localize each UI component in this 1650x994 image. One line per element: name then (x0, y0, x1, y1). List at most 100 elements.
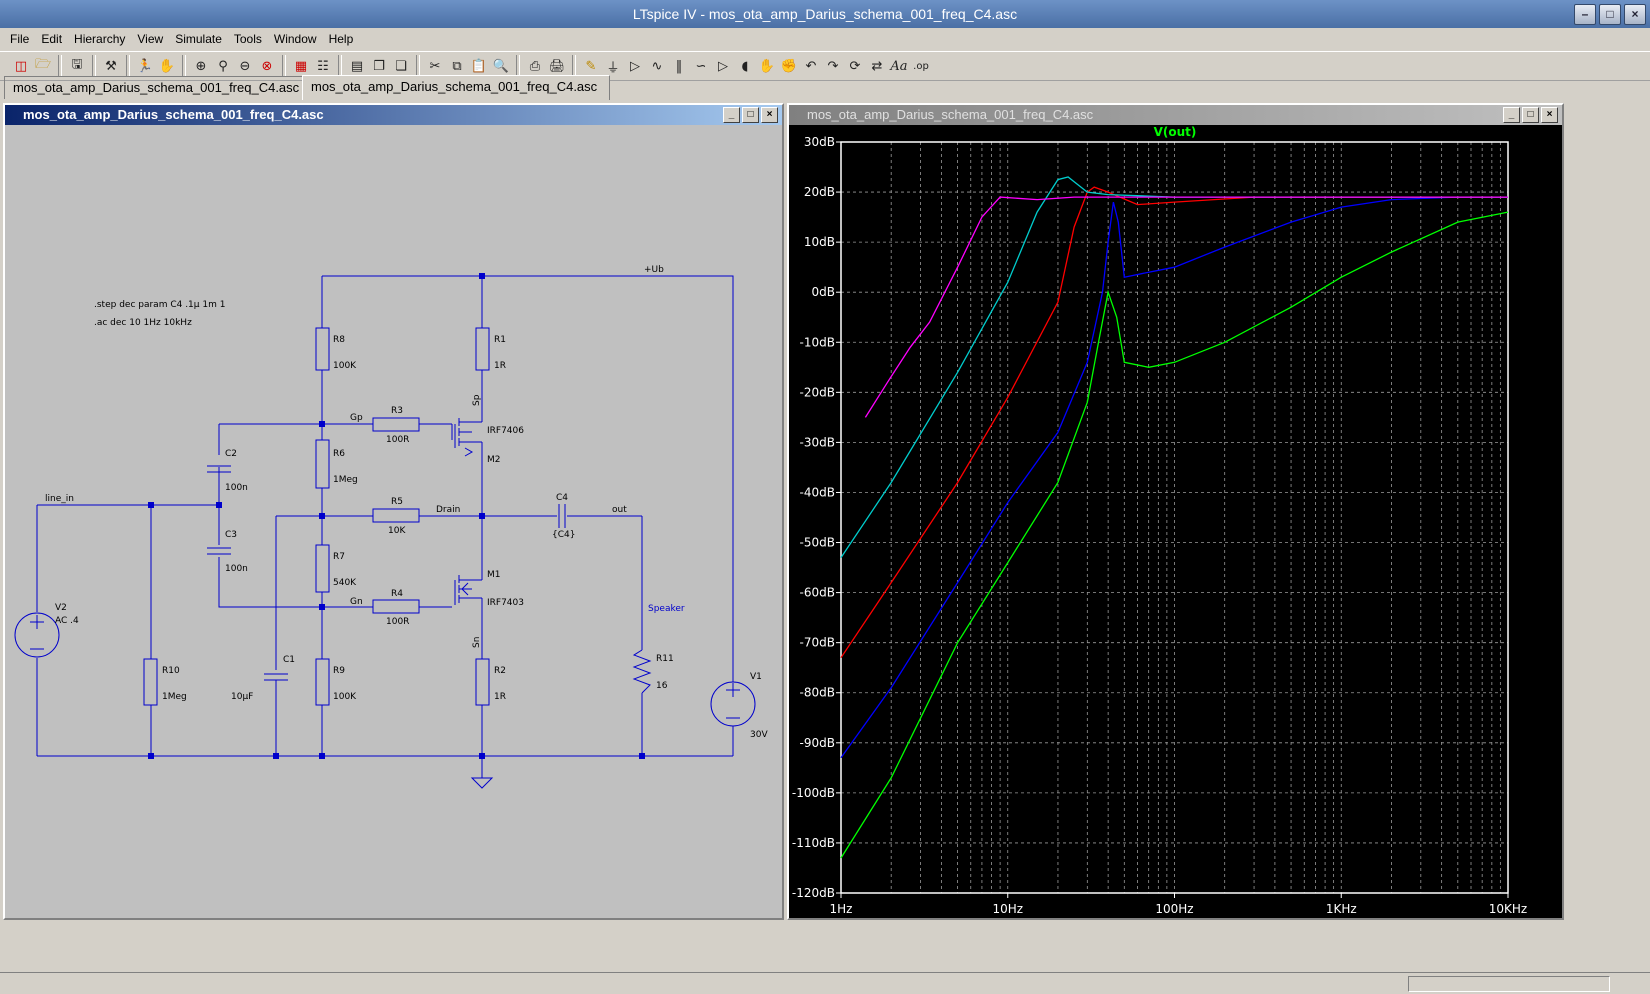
directive-ac[interactable]: .ac dec 10 1Hz 10kHz (94, 318, 192, 328)
print-icon[interactable]: 🖨 (548, 58, 566, 74)
find-icon[interactable]: 🔍 (492, 58, 510, 74)
net-speaker-label[interactable]: Speaker (648, 604, 685, 614)
r3-name[interactable]: R3 (391, 406, 403, 416)
tab-schematic-1[interactable]: mos_ota_amp_Darius_schema_001_freq_C4.as… (4, 76, 317, 99)
v2-value[interactable]: AC .4 (55, 616, 79, 626)
r1-name[interactable]: R1 (494, 335, 506, 345)
c1-value[interactable]: 10µF (231, 692, 253, 702)
r8-value[interactable]: 100K (333, 361, 357, 371)
net-ub-label[interactable]: +Ub (644, 265, 664, 275)
c3-name[interactable]: C3 (225, 530, 237, 540)
menu-tools[interactable]: Tools (233, 32, 262, 46)
paste-icon[interactable]: 📋 (470, 58, 488, 74)
trace-series-5[interactable] (864, 196, 1508, 418)
net-drain-label[interactable]: Drain (436, 505, 460, 515)
menu-simulate[interactable]: Simulate (175, 32, 222, 46)
r5-value[interactable]: 10K (388, 526, 406, 536)
menu-help[interactable]: Help (328, 32, 354, 46)
menu-view[interactable]: View (137, 32, 164, 46)
grid-icon[interactable]: ☷ (317, 58, 329, 74)
r5-name[interactable]: R5 (391, 497, 403, 507)
mirror-icon[interactable]: ⇄ (871, 58, 883, 74)
schematic-canvas[interactable]: .step dec param C4 .1µ 1m 1 .ac dec 10 1… (5, 125, 782, 918)
c2-name[interactable]: C2 (225, 449, 237, 459)
menu-hierarchy[interactable]: Hierarchy (74, 32, 126, 46)
r1-value[interactable]: 1R (494, 361, 506, 371)
autorange-icon[interactable]: ▦ (294, 58, 308, 74)
r8-name[interactable]: R8 (333, 335, 345, 345)
v1-name[interactable]: V1 (750, 672, 762, 682)
trace-series-2[interactable] (840, 196, 1508, 759)
undo-icon[interactable]: ↶ (805, 58, 817, 74)
net-sn-label[interactable]: Sn (472, 637, 482, 648)
v2-name[interactable]: V2 (55, 603, 67, 613)
halt-icon[interactable]: ✋ (158, 58, 176, 74)
net-gn-label[interactable]: Gn (350, 597, 363, 607)
tile-horizontal-icon[interactable]: ▤ (350, 58, 364, 74)
text-icon[interactable]: Aa (890, 58, 908, 74)
trace-series-4[interactable] (840, 176, 1508, 558)
draw-wire-icon[interactable]: ✎ (585, 58, 597, 74)
m1-model[interactable]: IRF7403 (487, 598, 524, 608)
c1-name[interactable]: C1 (283, 655, 295, 665)
capacitor-icon[interactable]: ‖ (675, 58, 683, 74)
r6-value[interactable]: 1Meg (333, 475, 358, 485)
r2-value[interactable]: 1R (494, 692, 506, 702)
trace-series-1[interactable] (840, 211, 1509, 859)
net-out-label[interactable]: out (612, 505, 627, 515)
waveform-plot[interactable]: V(out) 30dB20dB10dB0dB-10dB-20dB-30dB-40… (789, 125, 1562, 918)
close-button[interactable]: × (1624, 4, 1646, 25)
r4-name[interactable]: R4 (391, 589, 403, 599)
rotate-icon[interactable]: ⟳ (849, 58, 861, 74)
c3-value[interactable]: 100n (225, 564, 248, 574)
save-icon[interactable]: 🖫 (71, 57, 83, 72)
ground-icon[interactable]: ⏚ (606, 60, 620, 76)
move-hand-icon[interactable]: ✋ (758, 58, 776, 74)
waveform-minimize-button[interactable]: _ (1503, 107, 1520, 123)
spice-directive-icon[interactable]: .op (913, 60, 929, 72)
waveform-maximize-button[interactable]: □ (1522, 107, 1539, 123)
component-icon[interactable]: ◖ (741, 58, 749, 74)
zoom-fit-icon[interactable]: ⊗ (261, 58, 273, 74)
r7-name[interactable]: R7 (333, 552, 345, 562)
run-icon[interactable]: 🏃 (136, 58, 154, 74)
label-net-icon[interactable]: ▷ (630, 58, 640, 74)
r2-name[interactable]: R2 (494, 666, 506, 676)
r3-value[interactable]: 100R (386, 435, 409, 445)
r7-value[interactable]: 540K (333, 578, 357, 588)
r10-value[interactable]: 1Meg (162, 692, 187, 702)
directive-step[interactable]: .step dec param C4 .1µ 1m 1 (94, 300, 225, 310)
trace-label-vout[interactable]: V(out) (1154, 125, 1197, 139)
menu-file[interactable]: File (10, 32, 30, 46)
copy-icon[interactable]: ⧉ (452, 58, 462, 74)
redo-icon[interactable]: ↷ (827, 58, 839, 74)
waveform-close-button[interactable]: × (1541, 107, 1558, 123)
net-line-in-label[interactable]: line_in (45, 494, 74, 504)
m2-model[interactable]: IRF7406 (487, 426, 524, 436)
v1-value[interactable]: 30V (750, 730, 768, 740)
schematic-minimize-button[interactable]: _ (723, 107, 740, 123)
net-gp-label[interactable]: Gp (350, 413, 363, 423)
open-folder-icon[interactable]: 🗁 (34, 57, 52, 72)
r9-name[interactable]: R9 (333, 666, 345, 676)
c2-value[interactable]: 100n (225, 483, 248, 493)
c4-name[interactable]: C4 (556, 493, 568, 503)
cut-icon[interactable]: ✂ (429, 58, 441, 74)
minimize-button[interactable]: – (1574, 4, 1596, 25)
drag-hand-icon[interactable]: ✊ (780, 58, 798, 74)
zoom-in-icon[interactable]: ⊕ (195, 58, 207, 74)
resistor-icon[interactable]: ∿ (651, 58, 663, 74)
control-panel-icon[interactable]: ⚒ (105, 58, 117, 74)
menu-window[interactable]: Window (273, 32, 317, 46)
cascade-icon[interactable]: ❐ (373, 58, 385, 74)
trace-series-3[interactable] (840, 186, 1508, 659)
tab-schematic-2[interactable]: mos_ota_amp_Darius_schema_001_freq_C4.as… (302, 75, 610, 100)
r6-name[interactable]: R6 (333, 449, 345, 459)
schematic-close-button[interactable]: × (761, 107, 778, 123)
r10-name[interactable]: R10 (162, 666, 180, 676)
m2-name[interactable]: M2 (487, 455, 501, 465)
r4-value[interactable]: 100R (386, 617, 409, 627)
net-sp-label[interactable]: Sp (472, 394, 482, 406)
r11-name[interactable]: R11 (656, 654, 674, 664)
new-schematic-icon[interactable]: ◫ (14, 58, 28, 74)
